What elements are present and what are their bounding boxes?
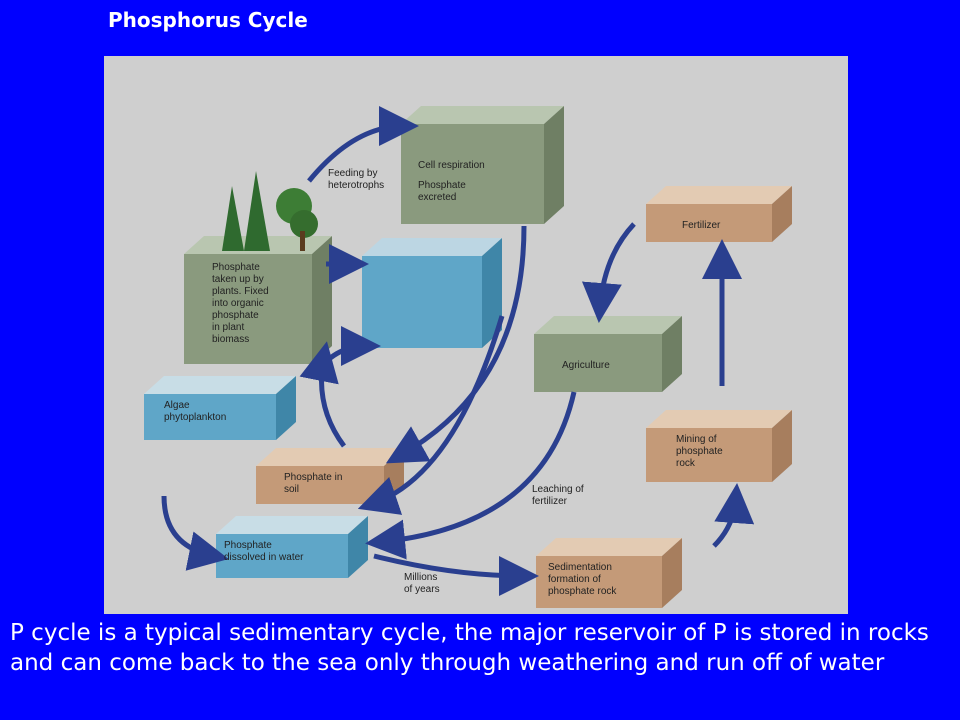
water-block (362, 238, 502, 348)
dissolved-water-block (216, 516, 368, 578)
label-millions: Millions of years (404, 572, 440, 595)
label-agriculture: Agriculture (562, 360, 610, 371)
slide-title: Phosphorus Cycle (108, 8, 308, 32)
label-water: Phosphate dissolved in water (224, 540, 304, 563)
label-sedimentation: Sedimentation formation of phosphate roc… (548, 562, 617, 597)
label-excreted: Phosphate excreted (418, 180, 466, 203)
cycle-arrows (161, 106, 755, 596)
label-leaching: Leaching of fertilizer (532, 484, 584, 507)
label-mining: Mining of phosphate rock (676, 434, 723, 469)
phosphorus-cycle-diagram: Feeding by heterotrophs Cell respiration… (104, 56, 848, 614)
sedimentation-block (536, 538, 682, 608)
agriculture-block (534, 316, 682, 392)
fertilizer-block (646, 186, 792, 242)
respiration-block (401, 106, 564, 224)
label-soil: Phosphate in soil (284, 472, 343, 495)
mining-block (646, 410, 792, 482)
label-algae: Algae phytoplankton (164, 400, 227, 423)
label-respiration: Cell respiration (418, 160, 485, 171)
trees-icon (222, 171, 318, 251)
algae-block (144, 376, 296, 440)
slide-caption: P cycle is a typical sedimentary cycle, … (10, 620, 929, 676)
label-feeding: Feeding by heterotrophs (328, 168, 385, 191)
label-fertilizer: Fertilizer (682, 220, 721, 231)
label-plants: Phosphate taken up by plants. Fixed into… (212, 262, 269, 345)
diagram-graphics (144, 106, 792, 608)
